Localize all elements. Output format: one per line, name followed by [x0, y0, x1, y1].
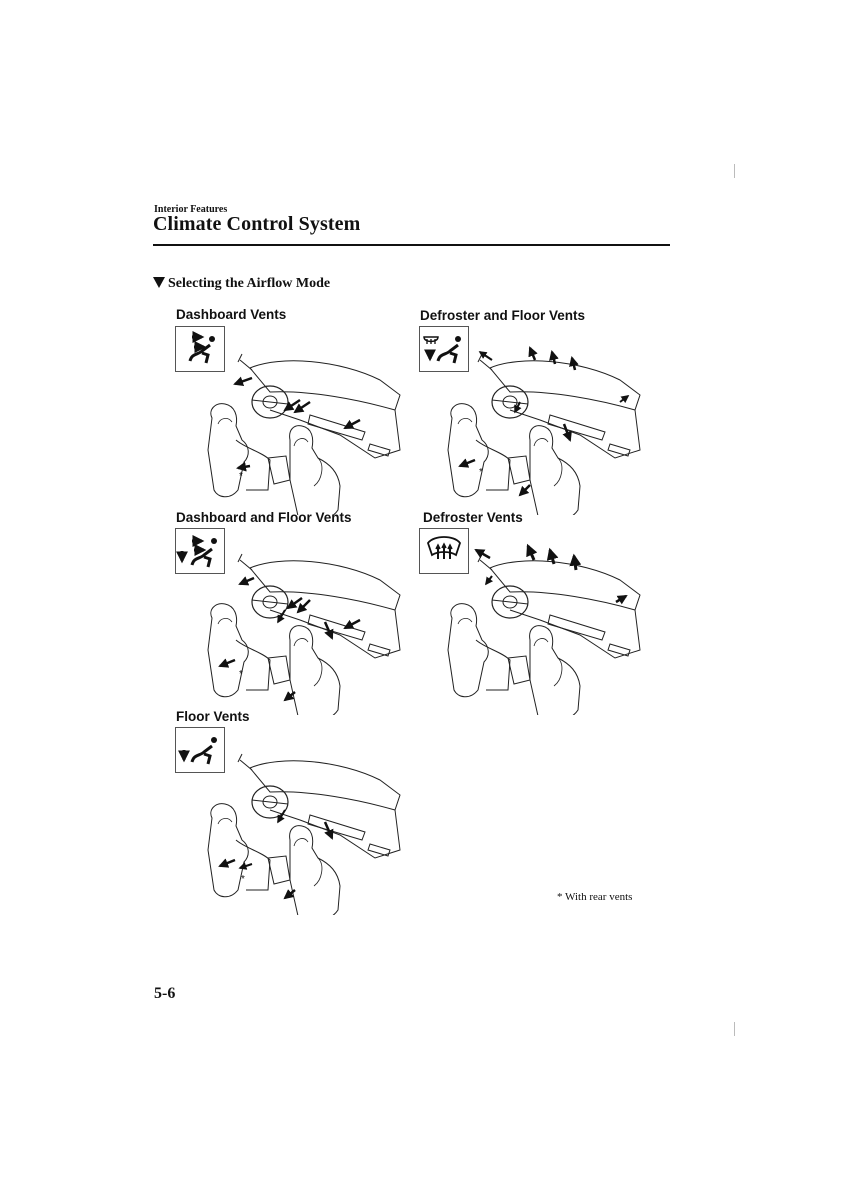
- mode-title-floor-vents: Floor Vents: [176, 709, 250, 724]
- page-title: Climate Control System: [153, 213, 361, 235]
- dashboard-vents-illustration: *: [207, 353, 401, 515]
- mode-title-dashboard-vents: Dashboard Vents: [176, 307, 287, 322]
- dashboard-floor-vents-icon: [175, 528, 225, 574]
- asterisk-3: *: [239, 669, 243, 680]
- mode-title-dashboard-floor-vents: Dashboard and Floor Vents: [176, 510, 352, 525]
- dashboard-vents-icon: [175, 326, 225, 372]
- asterisk-1: *: [239, 471, 243, 482]
- floor-vents-icon: [175, 727, 225, 773]
- crop-mark-top: [734, 164, 735, 178]
- section-label: Interior Features: [154, 204, 228, 215]
- defroster-floor-vents-illustration: *: [447, 346, 641, 515]
- defroster-floor-vents-icon: [419, 326, 469, 372]
- mode-title-defroster-floor-vents: Defroster and Floor Vents: [420, 308, 586, 323]
- footnote: * With rear vents: [557, 891, 633, 903]
- asterisk-2: *: [479, 467, 483, 478]
- page-number: 5-6: [154, 985, 176, 1002]
- subsection-heading: Selecting the Airflow Mode: [153, 276, 330, 292]
- asterisk-4: *: [241, 874, 245, 885]
- floor-vents-illustration: *: [207, 753, 401, 915]
- title-rule: [153, 244, 670, 246]
- mode-title-defroster-vents: Defroster Vents: [423, 510, 523, 525]
- defroster-vents-icon: [419, 528, 469, 574]
- dashboard-floor-vents-illustration: *: [207, 553, 401, 715]
- triangle-bullet-icon: [153, 277, 165, 288]
- crop-mark-bottom: [734, 1022, 735, 1036]
- defroster-vents-illustration: [447, 543, 641, 715]
- subsection-title: Selecting the Airflow Mode: [168, 276, 331, 291]
